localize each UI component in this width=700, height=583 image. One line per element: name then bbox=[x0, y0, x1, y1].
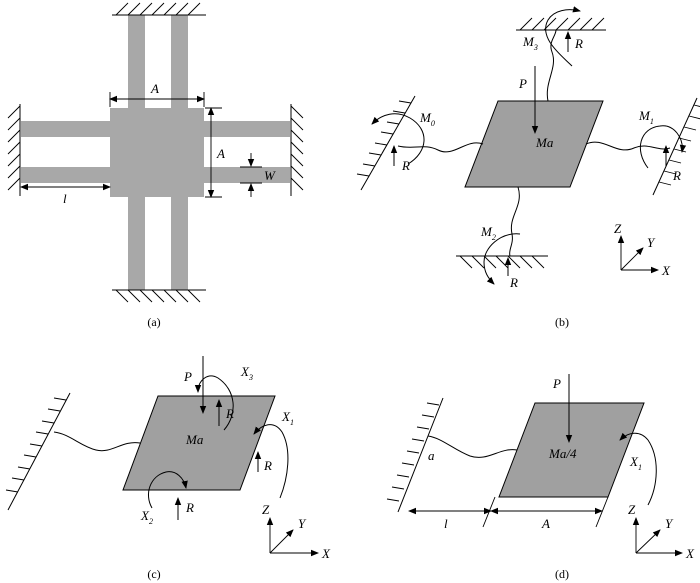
panel-b-axis-y: Y bbox=[647, 235, 656, 250]
panel-d-label-x1: X1 bbox=[629, 454, 642, 472]
panel-a-label-a-right: A bbox=[216, 146, 225, 161]
panel-c-caption: (c) bbox=[147, 567, 160, 581]
panel-c-axis-z: Z bbox=[262, 502, 270, 517]
panel-c-label-p: P bbox=[183, 369, 192, 384]
panel-a-label-l: l bbox=[63, 191, 67, 206]
panel-c-axis-y: Y bbox=[298, 516, 307, 531]
panel-b-plate bbox=[464, 100, 604, 188]
panel-a-label-w: W bbox=[264, 168, 276, 183]
panel-a-dim-a-top bbox=[109, 92, 205, 107]
panel-b-label-p: P bbox=[518, 76, 527, 91]
panel-d-axis-x: X bbox=[685, 546, 695, 561]
panel-d-axes bbox=[632, 517, 683, 557]
panel-b-label-r-top: R bbox=[574, 36, 583, 51]
panel-a-proof-mass bbox=[110, 108, 204, 197]
panel-b-support-top bbox=[516, 17, 606, 31]
panel-b-moment-m3 bbox=[545, 6, 581, 67]
panel-b-caption: (b) bbox=[555, 315, 569, 329]
panel-b-label-r-left: R bbox=[401, 158, 410, 173]
panel-c-moment-x1 bbox=[253, 424, 289, 499]
panel-d-axis-z: Z bbox=[628, 502, 636, 517]
panel-b-support-bottom bbox=[456, 255, 548, 269]
panel-a-beams bbox=[21, 15, 290, 290]
panel-b-label-m2: M2 bbox=[480, 224, 496, 242]
panel-d-label-a-dim: A bbox=[541, 516, 550, 531]
panel-c: P Ma R R R X3 X1 X2 Z Y X (c) bbox=[5, 356, 331, 581]
panel-b: P Ma R R R R M3 M0 M1 M2 Z Y X (b) bbox=[356, 6, 700, 329]
panel-c-plate bbox=[122, 395, 276, 491]
panel-a-dim-a-right bbox=[205, 107, 222, 198]
panel-b-axis-x: X bbox=[661, 263, 671, 278]
panel-a-support-right bbox=[290, 104, 304, 196]
panel-b-label-r-right: R bbox=[672, 168, 681, 183]
panel-c-axis-x: X bbox=[321, 546, 331, 561]
panel-b-axes bbox=[617, 235, 659, 274]
panel-b-axis-z: Z bbox=[614, 221, 622, 236]
panel-b-support-left bbox=[356, 95, 416, 191]
panel-d-label-mass: Ma/4 bbox=[548, 446, 577, 461]
panel-b-spring-right bbox=[585, 141, 671, 151]
panel-a-support-bottom bbox=[112, 289, 206, 303]
panel-c-label-x2: X2 bbox=[140, 508, 153, 526]
panel-b-moment-m1 bbox=[639, 125, 687, 169]
panel-b-label-m1: M1 bbox=[638, 108, 654, 126]
panel-c-support bbox=[5, 392, 71, 511]
panel-b-spring-left bbox=[397, 142, 484, 153]
panel-c-label-mass: Ma bbox=[185, 432, 204, 447]
panel-c-label-r-right: R bbox=[263, 458, 272, 473]
panel-d-support bbox=[386, 397, 444, 513]
panel-c-spring bbox=[53, 431, 141, 452]
panel-c-label-x1: X1 bbox=[281, 409, 294, 427]
panel-a-caption: (a) bbox=[147, 315, 160, 329]
panel-c-label-r-top: R bbox=[225, 406, 234, 421]
panel-d-axis-y: Y bbox=[665, 516, 674, 531]
panel-a-dim-w bbox=[240, 153, 262, 197]
panel-c-label-r-bottom: R bbox=[185, 500, 194, 515]
panel-d: a P Ma/4 X1 l A Z Y X (d) bbox=[386, 374, 695, 581]
panel-b-spring-bottom bbox=[509, 186, 520, 257]
panel-d-moment-x1 bbox=[619, 432, 657, 506]
panel-b-moment-m2 bbox=[483, 233, 521, 285]
panel-d-dim-l bbox=[408, 496, 496, 528]
panel-d-caption: (d) bbox=[555, 567, 569, 581]
panel-d-label-p: P bbox=[552, 376, 561, 391]
panel-a-support-left bbox=[7, 104, 21, 196]
panel-b-spring-top bbox=[546, 29, 557, 102]
panel-d-label-a: a bbox=[428, 448, 435, 463]
panel-c-moment-x3 bbox=[194, 375, 234, 431]
panel-a-support-top bbox=[112, 2, 206, 16]
panel-b-label-mass: Ma bbox=[535, 135, 554, 150]
panel-d-spring bbox=[427, 435, 518, 458]
panel-b-moment-m0 bbox=[371, 113, 425, 165]
panel-a-label-a-top: A bbox=[150, 81, 159, 96]
panel-d-label-l: l bbox=[444, 516, 448, 531]
panel-c-axes bbox=[266, 517, 319, 557]
panel-b-label-m3: M3 bbox=[522, 34, 538, 52]
panel-c-label-x3: X3 bbox=[240, 364, 253, 382]
panel-d-dim-a bbox=[490, 496, 609, 528]
panel-c-moment-x2 bbox=[148, 471, 188, 509]
panel-b-label-r-bottom: R bbox=[509, 275, 518, 290]
panel-b-label-m0: M0 bbox=[419, 110, 435, 128]
panel-a: A A l W (a) bbox=[7, 2, 304, 329]
